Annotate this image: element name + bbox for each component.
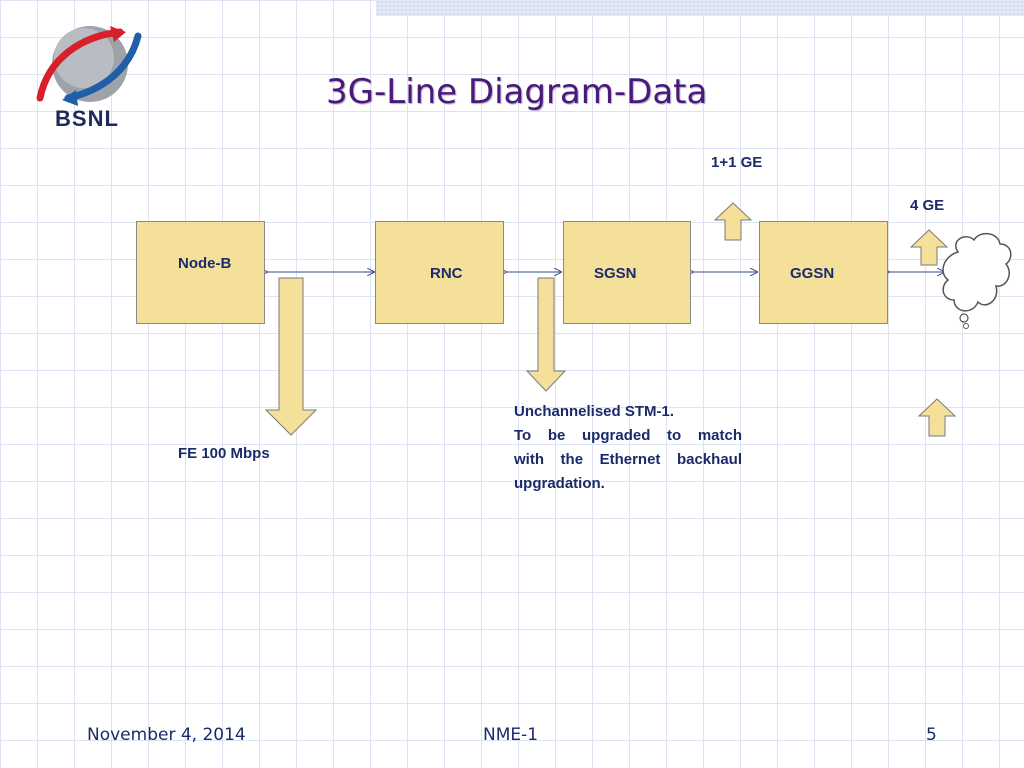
note-line-3: with the Ethernet backhaul <box>514 451 742 468</box>
label-fe-100: FE 100 Mbps <box>178 445 270 462</box>
label-4-ge: 4 GE <box>910 197 945 214</box>
slide-title: 3G-Line Diagram-Data <box>326 72 708 112</box>
note-line-4: upgradation. <box>514 475 605 492</box>
logo-text: BSNL <box>55 106 119 131</box>
down-arrow-stm1 <box>525 277 567 392</box>
ggsn-box <box>759 221 888 324</box>
down-arrow-fe <box>264 277 318 436</box>
up-arrow-lower <box>917 398 957 437</box>
network-cloud-icon <box>942 232 1012 329</box>
rnc-box <box>375 221 504 324</box>
node-b-box <box>136 221 265 324</box>
sgsn-box <box>563 221 691 324</box>
stm1-note: Unchannelised STM-1. To be upgraded to m… <box>514 400 742 496</box>
label-1plus1-ge: 1+1 GE <box>711 154 763 171</box>
note-line-2: To be upgraded to match <box>514 427 742 444</box>
footer-center: NME-1 <box>483 725 539 745</box>
footer-page-number: 5 <box>926 725 937 745</box>
up-arrow-4ge <box>909 229 949 266</box>
node-b-label: Node-B <box>178 255 232 272</box>
up-arrow-1plus1-ge <box>713 202 753 241</box>
sgsn-label: SGSN <box>594 265 637 282</box>
bsnl-logo: BSNL <box>22 18 152 138</box>
footer-date: November 4, 2014 <box>87 725 246 745</box>
rnc-label: RNC <box>430 265 463 282</box>
header-band <box>376 0 1024 16</box>
bsnl-logo-icon <box>36 26 142 106</box>
note-line-1: Unchannelised STM-1. <box>514 403 675 420</box>
ggsn-label: GGSN <box>790 265 835 282</box>
